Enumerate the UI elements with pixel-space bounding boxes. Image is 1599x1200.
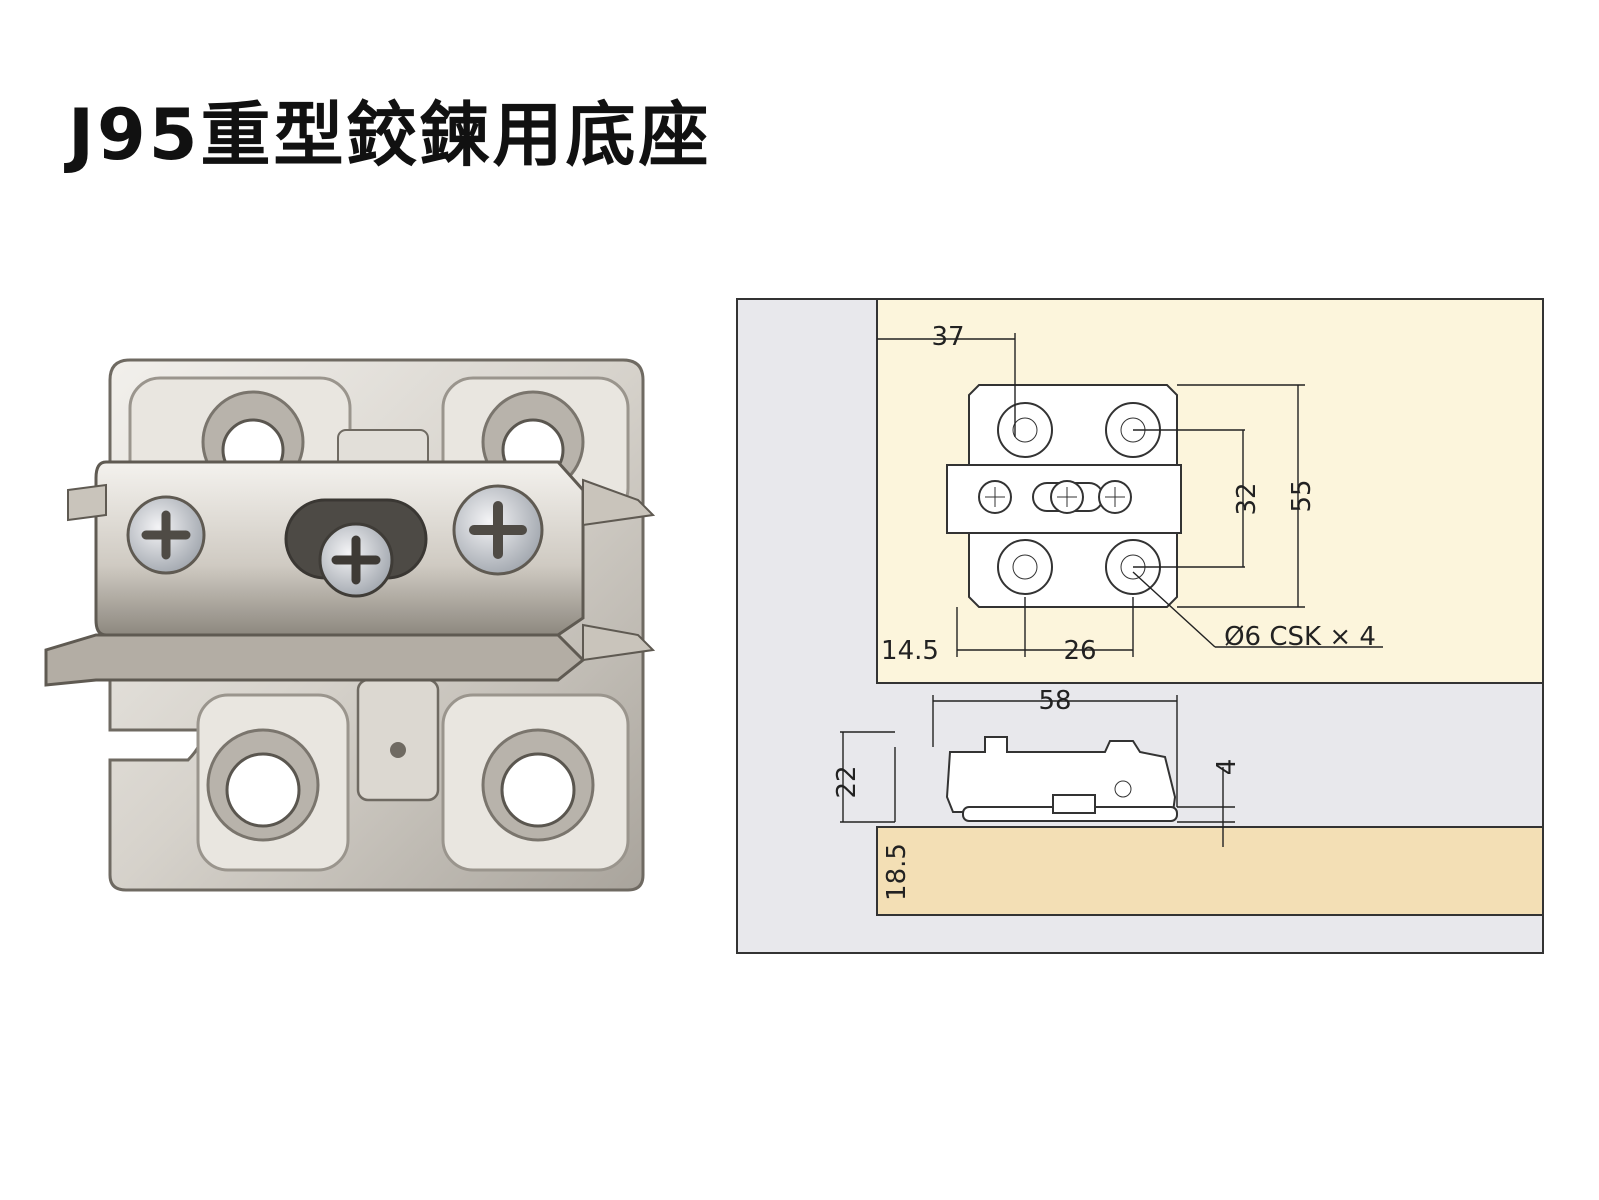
dim-hole-spec: Ø6 CSK × 4 <box>1224 622 1376 652</box>
board-section <box>876 826 1544 916</box>
locking-clip <box>337 429 440 802</box>
dimension-lines <box>840 333 1383 847</box>
screw-icon <box>318 522 394 598</box>
technical-drawing: 37 32 55 14.5 26 Ø6 CSK × 4 58 22 4 18.5 <box>736 298 1544 954</box>
product-photo <box>44 358 656 892</box>
screw-icon <box>126 495 206 575</box>
dim-vertical-pitch: 32 <box>1232 482 1262 515</box>
dim-side-gap: 4 <box>1212 759 1242 776</box>
countersunk-hole <box>206 728 320 842</box>
dim-top-offset: 37 <box>931 322 964 352</box>
plate-top-view <box>946 384 1182 608</box>
dim-horizontal-pitch: 26 <box>1063 636 1096 666</box>
plate-side-view <box>945 736 1178 822</box>
dim-side-height: 22 <box>832 765 862 798</box>
dim-side-length: 58 <box>1038 686 1071 716</box>
dim-board-edge: 18.5 <box>882 843 912 901</box>
dim-overall-height: 55 <box>1287 479 1317 512</box>
dim-left-offset: 14.5 <box>881 636 939 666</box>
page-title: J95重型鉸鍊用底座 <box>68 94 712 176</box>
screw-icon <box>452 484 544 576</box>
countersunk-hole <box>481 728 595 842</box>
